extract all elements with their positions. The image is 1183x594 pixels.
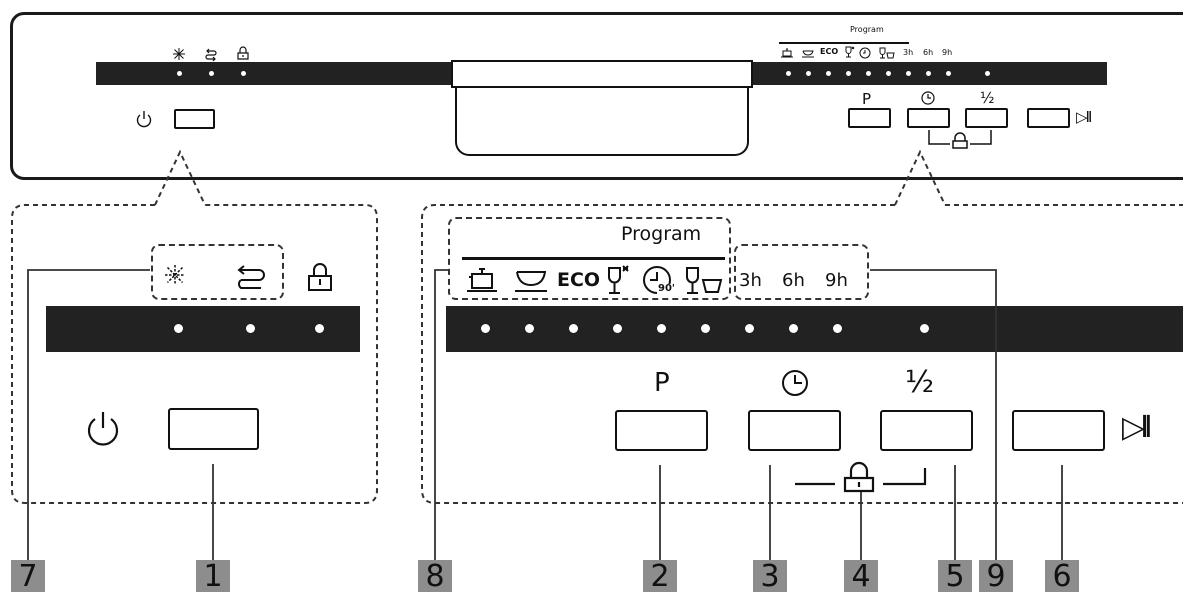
led-program-2 xyxy=(525,324,534,333)
led-delay-6h xyxy=(789,324,798,333)
program-button-small[interactable] xyxy=(848,108,891,128)
callout-9: 9 xyxy=(979,560,1013,594)
half-load-button-label: ½ xyxy=(905,365,935,400)
top-lock-combo-bracket xyxy=(928,130,992,149)
detail-left-indicator-strip xyxy=(46,306,360,352)
start-pause-label: ▷II xyxy=(1122,410,1153,445)
led-program-3 xyxy=(569,324,578,333)
power-icon xyxy=(87,412,119,446)
glass-icon xyxy=(608,265,629,294)
top-led-p1 xyxy=(786,71,791,76)
intensive-icon-small xyxy=(781,48,793,58)
led-delay-9h xyxy=(833,324,842,333)
callout-8: 8 xyxy=(418,560,452,594)
top-program-label: Program xyxy=(850,25,884,34)
led-program-5 xyxy=(657,324,666,333)
control-panel-outline xyxy=(10,12,1183,180)
led-child-lock xyxy=(315,324,324,333)
rapid-90-icon-small xyxy=(859,47,871,59)
delay-6h: 6h xyxy=(782,270,805,291)
delay-button[interactable] xyxy=(748,410,841,451)
salt-refill-icon xyxy=(237,265,265,289)
quick-icon xyxy=(686,267,723,294)
led-rinse-aid xyxy=(174,324,183,333)
rinse-aid-icon-small xyxy=(173,48,185,60)
top-led-p3 xyxy=(826,71,831,76)
top-half-button-label: ½ xyxy=(980,89,995,107)
top-program-button-label: P xyxy=(862,90,872,108)
top-led-p4 xyxy=(846,71,851,76)
top-delay-9h: 9h xyxy=(942,48,953,57)
lock-combo-bracket xyxy=(795,461,927,493)
top-delay-6h: 6h xyxy=(923,48,934,57)
power-button[interactable] xyxy=(168,408,259,450)
indicator-group-box xyxy=(151,244,284,300)
start-pause-button-small[interactable] xyxy=(1027,108,1070,128)
door-handle xyxy=(451,60,753,88)
program-button[interactable] xyxy=(615,410,708,451)
led-salt xyxy=(246,324,255,333)
top-led-9h xyxy=(946,71,951,76)
callout-7: 7 xyxy=(11,560,45,594)
led-program-6 xyxy=(701,324,710,333)
rapid-90-badge: 90' xyxy=(657,283,676,294)
callout-4: 4 xyxy=(844,560,878,594)
top-led-half xyxy=(985,71,990,76)
delay-clock-icon-small xyxy=(921,91,935,105)
door-handle-recess xyxy=(455,86,749,156)
delay-button-small[interactable] xyxy=(907,108,950,128)
program-underline xyxy=(462,257,725,260)
delay-clock-icon xyxy=(782,370,808,396)
top-led-p2 xyxy=(806,71,811,76)
top-led-salt xyxy=(209,71,214,76)
led-program-1 xyxy=(481,324,490,333)
top-led-6h xyxy=(926,71,931,76)
detail-right-indicator-strip xyxy=(446,306,1183,352)
top-led-rinse xyxy=(177,71,182,76)
salt-refill-icon-small xyxy=(205,48,217,62)
top-start-pause-label: ▷II xyxy=(1076,108,1092,126)
eco-label: ECO xyxy=(557,269,601,291)
glass-icon-small xyxy=(845,46,855,58)
callout-5: 5 xyxy=(938,560,972,594)
top-eco-label: ECO xyxy=(820,47,839,56)
start-pause-button[interactable] xyxy=(1012,410,1105,451)
power-icon-small xyxy=(136,111,152,128)
program-button-label: P xyxy=(654,368,670,398)
program-label: Program xyxy=(621,223,702,245)
callout-1: 1 xyxy=(196,560,230,594)
child-lock-icon xyxy=(308,263,332,291)
callout-3: 3 xyxy=(753,560,787,594)
program-group-box xyxy=(448,217,731,300)
top-delay-3h: 3h xyxy=(903,48,914,57)
top-led-lock xyxy=(241,71,246,76)
child-lock-icon-small xyxy=(237,46,249,60)
half-load-button-small[interactable] xyxy=(965,108,1008,128)
delay-group-box xyxy=(734,244,869,300)
quick-icon-small xyxy=(879,47,895,59)
power-button-small[interactable] xyxy=(174,109,215,129)
top-program-underline xyxy=(779,42,909,44)
callout-6: 6 xyxy=(1045,560,1079,594)
led-delay-3h xyxy=(745,324,754,333)
top-led-p6 xyxy=(886,71,891,76)
normal-icon-small xyxy=(802,50,814,58)
intensive-icon xyxy=(467,268,497,292)
led-program-4 xyxy=(613,324,622,333)
delay-3h: 3h xyxy=(739,270,762,291)
led-half-load xyxy=(920,324,929,333)
top-indicator-strip-left xyxy=(96,62,451,85)
rinse-aid-icon xyxy=(165,265,185,285)
delay-9h: 9h xyxy=(825,270,848,291)
top-led-3h xyxy=(906,71,911,76)
top-led-p5 xyxy=(866,71,871,76)
callout-2: 2 xyxy=(643,560,677,594)
half-load-button[interactable] xyxy=(880,410,973,451)
normal-icon xyxy=(515,271,547,292)
